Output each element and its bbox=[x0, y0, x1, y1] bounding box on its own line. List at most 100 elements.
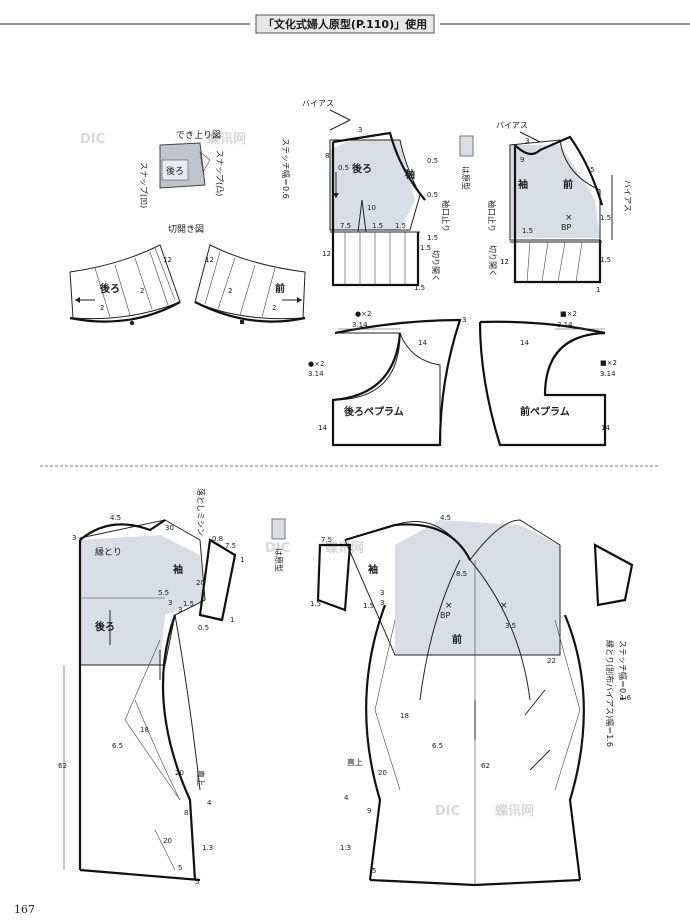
svg-text:袖: 袖 bbox=[172, 563, 183, 576]
pattern-legend-top: は原型 bbox=[459, 135, 474, 190]
svg-text:18: 18 bbox=[140, 726, 149, 734]
svg-text:1.5: 1.5 bbox=[183, 600, 194, 608]
svg-text:×: × bbox=[445, 601, 453, 611]
svg-text:前: 前 bbox=[275, 282, 285, 295]
bodice-front-pattern: バイアス 袖 前 × BP 3 9 5 1.5 1.5 1.5 12 1 袖口止… bbox=[487, 121, 632, 294]
finished-label: でき上り図 bbox=[176, 130, 221, 141]
pattern-legend-bottom: は原型 bbox=[271, 518, 286, 572]
svg-text:3.14: 3.14 bbox=[352, 321, 368, 329]
svg-text:×: × bbox=[500, 601, 508, 611]
svg-text:BP: BP bbox=[440, 611, 450, 620]
svg-text:袖: 袖 bbox=[404, 168, 415, 181]
svg-text:3: 3 bbox=[358, 126, 362, 134]
svg-text:1: 1 bbox=[240, 556, 244, 564]
svg-text:縁とり: 縁とり bbox=[95, 546, 122, 558]
cuff-stop-label: 袖口止り bbox=[441, 200, 451, 232]
peplum-front: ■×2 3.14 ■×2 3.14 14 14 前ペプラム bbox=[478, 310, 617, 447]
svg-text:3: 3 bbox=[380, 589, 384, 597]
svg-text:後ろ: 後ろ bbox=[352, 162, 372, 175]
svg-text:DIC: DIC bbox=[80, 132, 105, 147]
svg-text:3.14: 3.14 bbox=[308, 370, 324, 378]
svg-text:3: 3 bbox=[168, 599, 172, 607]
svg-text:12: 12 bbox=[205, 256, 214, 264]
drop-stitch-label: 落としミシン bbox=[196, 488, 206, 536]
svg-text:1.5: 1.5 bbox=[395, 222, 406, 230]
svg-text:■×2: ■×2 bbox=[560, 310, 577, 318]
svg-text:2: 2 bbox=[228, 287, 232, 295]
svg-text:1.5: 1.5 bbox=[600, 214, 611, 222]
dress-front-pattern: 袖 前 × BP × 直上 ステッチ幅＝0.1 縁とり(別布バイアス)幅＝1.6… bbox=[310, 514, 634, 887]
slash-diagram: 切開き図 後ろ 12 2 2 前 12 2 2 bbox=[69, 224, 306, 326]
svg-text:1.5: 1.5 bbox=[310, 600, 321, 608]
svg-text:1: 1 bbox=[348, 544, 352, 552]
snap-convex-label: スナップ(凸) bbox=[215, 150, 224, 196]
svg-text:20: 20 bbox=[163, 837, 172, 845]
svg-text:後ろ: 後ろ bbox=[166, 165, 184, 177]
svg-text:直上: 直上 bbox=[347, 757, 363, 767]
svg-text:BP: BP bbox=[561, 223, 571, 232]
page-header: 「文化式婦人原型(P.110)」使用 bbox=[0, 14, 690, 34]
stitch-width-note-bottom: ステッチ幅＝0.1 bbox=[618, 640, 628, 701]
svg-text:前: 前 bbox=[452, 633, 462, 646]
svg-text:5: 5 bbox=[195, 878, 199, 886]
svg-text:1.3: 1.3 bbox=[202, 844, 213, 852]
svg-text:蝶讯网: 蝶讯网 bbox=[495, 803, 534, 819]
svg-text:10: 10 bbox=[367, 204, 376, 212]
svg-text:12: 12 bbox=[322, 250, 331, 258]
svg-text:30: 30 bbox=[165, 524, 174, 532]
cuff-stop-label-front: 袖口止り bbox=[487, 200, 497, 232]
svg-text:は原型: は原型 bbox=[274, 548, 283, 572]
svg-text:バイアス: バイアス bbox=[302, 99, 334, 108]
stitch-width-note: ステッチ幅＝0.6 bbox=[281, 138, 291, 199]
svg-text:4: 4 bbox=[207, 799, 212, 807]
svg-text:4.5: 4.5 bbox=[110, 514, 121, 522]
svg-text:1: 1 bbox=[596, 286, 600, 294]
svg-text:22: 22 bbox=[547, 657, 556, 665]
svg-text:2: 2 bbox=[140, 287, 144, 295]
cut-open-label: 切り開く bbox=[431, 250, 440, 282]
dress-back-pattern: 縁とり 袖 後ろ 落としミシン 直上 4.5 30 3 0.8 7.5 1 20… bbox=[58, 488, 244, 886]
svg-text:3: 3 bbox=[380, 599, 384, 607]
svg-text:DIC: DIC bbox=[265, 541, 290, 556]
svg-text:DIC: DIC bbox=[435, 804, 460, 819]
notch-circle-mark bbox=[129, 320, 135, 326]
svg-text:8.5: 8.5 bbox=[456, 570, 467, 578]
svg-text:14: 14 bbox=[601, 424, 610, 432]
svg-text:8: 8 bbox=[184, 809, 188, 817]
svg-text:9: 9 bbox=[367, 807, 371, 815]
svg-text:18: 18 bbox=[400, 712, 409, 720]
svg-text:14: 14 bbox=[318, 424, 327, 432]
svg-text:3: 3 bbox=[525, 137, 529, 145]
svg-text:5: 5 bbox=[178, 864, 182, 872]
svg-text:は原型: は原型 bbox=[461, 166, 470, 190]
svg-text:5: 5 bbox=[590, 166, 594, 174]
svg-text:2: 2 bbox=[272, 304, 276, 312]
snap-concave-label: スナップ(凹) bbox=[139, 162, 148, 208]
svg-text:蝶讯网: 蝶讯网 bbox=[207, 131, 246, 147]
svg-text:0.5: 0.5 bbox=[338, 164, 349, 172]
svg-text:7.5: 7.5 bbox=[340, 222, 351, 230]
bodice-back-pattern: バイアス 後ろ 袖 3 8 0.5 0.5 10 7.5 1.5 1.5 12 … bbox=[302, 99, 451, 292]
svg-text:■×2: ■×2 bbox=[600, 359, 617, 367]
svg-text:後ろ: 後ろ bbox=[100, 282, 120, 295]
svg-text:3.14: 3.14 bbox=[600, 370, 616, 378]
svg-text:3.14: 3.14 bbox=[557, 321, 573, 329]
header-title: 「文化式婦人原型(P.110)」使用 bbox=[263, 17, 427, 31]
svg-text:8: 8 bbox=[325, 152, 329, 160]
svg-text:62: 62 bbox=[481, 762, 490, 770]
svg-text:1.5: 1.5 bbox=[427, 234, 438, 242]
svg-text:7.5: 7.5 bbox=[225, 542, 236, 550]
svg-text:×: × bbox=[565, 213, 573, 223]
svg-text:20: 20 bbox=[196, 579, 205, 587]
svg-text:5: 5 bbox=[372, 867, 376, 875]
svg-text:●×2: ●×2 bbox=[308, 360, 324, 368]
svg-text:62: 62 bbox=[58, 762, 67, 770]
svg-text:1.5: 1.5 bbox=[414, 284, 425, 292]
bias-label: バイアス bbox=[623, 180, 632, 212]
svg-text:7.5: 7.5 bbox=[321, 536, 332, 544]
svg-text:4.5: 4.5 bbox=[440, 514, 451, 522]
svg-text:4: 4 bbox=[344, 794, 349, 802]
svg-text:1.3: 1.3 bbox=[340, 844, 351, 852]
svg-text:2: 2 bbox=[100, 304, 104, 312]
